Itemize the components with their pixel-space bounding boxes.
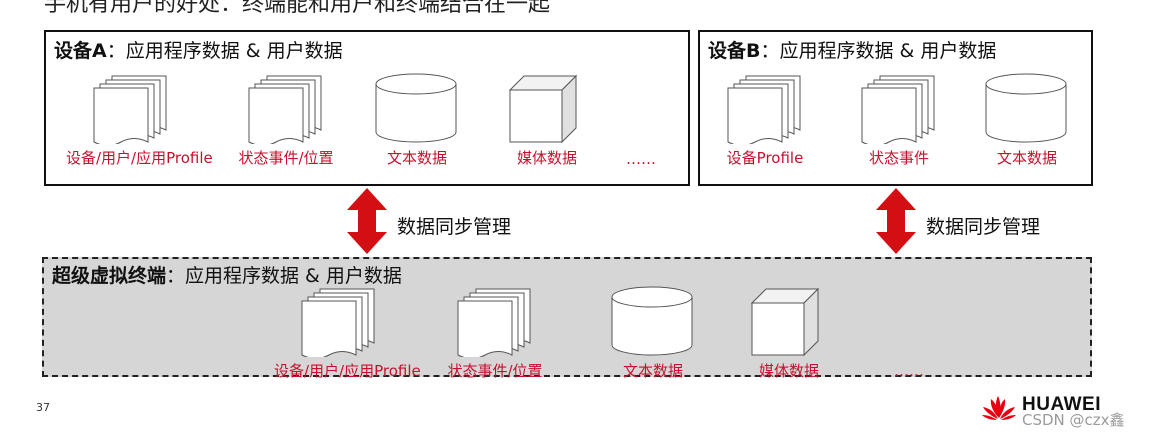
device-a-item-state: 状态事件/位置 xyxy=(221,72,351,168)
item-label: 状态事件/位置 xyxy=(238,149,334,167)
item-label: 文本数据 xyxy=(996,149,1057,167)
item-label: 状态事件/位置 xyxy=(447,362,543,380)
super-item-state: 状态事件/位置 xyxy=(430,285,560,381)
item-label: …… xyxy=(894,362,924,380)
huawei-logo-icon xyxy=(982,396,1016,420)
super-item-more: …… xyxy=(844,359,974,380)
device-a-title-bold: 设备A xyxy=(54,40,107,62)
page-number: 37 xyxy=(36,401,50,414)
right-sync-arrow-icon xyxy=(876,188,916,254)
device-a-item-more: …… xyxy=(576,147,706,168)
super-terminal-title-bold: 超级虚拟终端 xyxy=(52,265,167,287)
item-label: 媒体数据 xyxy=(516,149,577,167)
super-terminal-title: 超级虚拟终端：应用程序数据 & 用户数据 xyxy=(52,261,402,288)
item-label: 文本数据 xyxy=(622,362,683,380)
device-a-panel: 设备A：应用程序数据 & 用户数据 设备/用户/应用Profile 状态事件/位… xyxy=(44,30,690,186)
super-item-media: 媒体数据 xyxy=(724,285,854,381)
device-a-item-profile: 设备/用户/应用Profile xyxy=(66,72,213,168)
right-sync-label: 数据同步管理 xyxy=(926,216,1041,238)
super-item-text: 文本数据 xyxy=(588,285,718,381)
device-b-title-rest: ：应用程序数据 & 用户数据 xyxy=(760,40,997,62)
device-b-item-profile: 设备Profile xyxy=(700,72,830,168)
document-stack-icon xyxy=(301,288,375,357)
cube-icon xyxy=(509,75,577,143)
document-stack-icon xyxy=(861,75,935,144)
super-terminal-title-rest: ：应用程序数据 & 用户数据 xyxy=(166,265,402,287)
device-a-item-text: 文本数据 xyxy=(352,72,482,168)
cube-icon xyxy=(751,288,819,356)
document-stack-icon xyxy=(93,75,167,144)
device-b-title-bold: 设备B xyxy=(708,40,761,62)
device-a-title-rest: ：应用程序数据 & 用户数据 xyxy=(106,40,343,62)
document-stack-icon xyxy=(727,75,801,144)
device-a-item-media: 媒体数据 xyxy=(482,72,612,168)
database-cylinder-icon xyxy=(375,73,457,143)
document-stack-icon xyxy=(248,75,322,144)
item-label: 状态事件 xyxy=(868,149,929,167)
device-b-item-state: 状态事件 xyxy=(834,72,964,168)
database-cylinder-icon xyxy=(611,286,693,356)
left-sync-arrow-icon xyxy=(347,188,387,254)
csdn-watermark: CSDN @czx鑫 xyxy=(1022,411,1125,429)
device-b-title: 设备B：应用程序数据 & 用户数据 xyxy=(708,36,996,63)
document-stack-icon xyxy=(457,288,531,357)
super-terminal-panel: 超级虚拟终端：应用程序数据 & 用户数据 设备/用户/应用Profile 状态事… xyxy=(42,257,1092,380)
brand-wordmark: HUAWEI xyxy=(1022,394,1101,415)
item-label: 文本数据 xyxy=(386,149,447,167)
item-label: 设备/用户/应用Profile xyxy=(274,362,421,380)
item-label: 设备Profile xyxy=(726,149,804,167)
device-b-item-text: 文本数据 xyxy=(962,72,1092,168)
item-label: …… xyxy=(626,150,656,168)
item-label: 设备/用户/应用Profile xyxy=(66,149,213,167)
database-cylinder-icon xyxy=(985,73,1067,143)
device-a-title: 设备A：应用程序数据 & 用户数据 xyxy=(54,36,343,63)
super-item-profile: 设备/用户/应用Profile xyxy=(274,285,421,381)
clipped-heading: 手机有用户的好处：终端能和用户和终端结合在一起 xyxy=(44,0,551,17)
left-sync-label: 数据同步管理 xyxy=(397,216,512,238)
item-label: 媒体数据 xyxy=(758,362,819,380)
device-b-panel: 设备B：应用程序数据 & 用户数据 设备Profile 状态事件 文本数据 xyxy=(698,30,1093,186)
